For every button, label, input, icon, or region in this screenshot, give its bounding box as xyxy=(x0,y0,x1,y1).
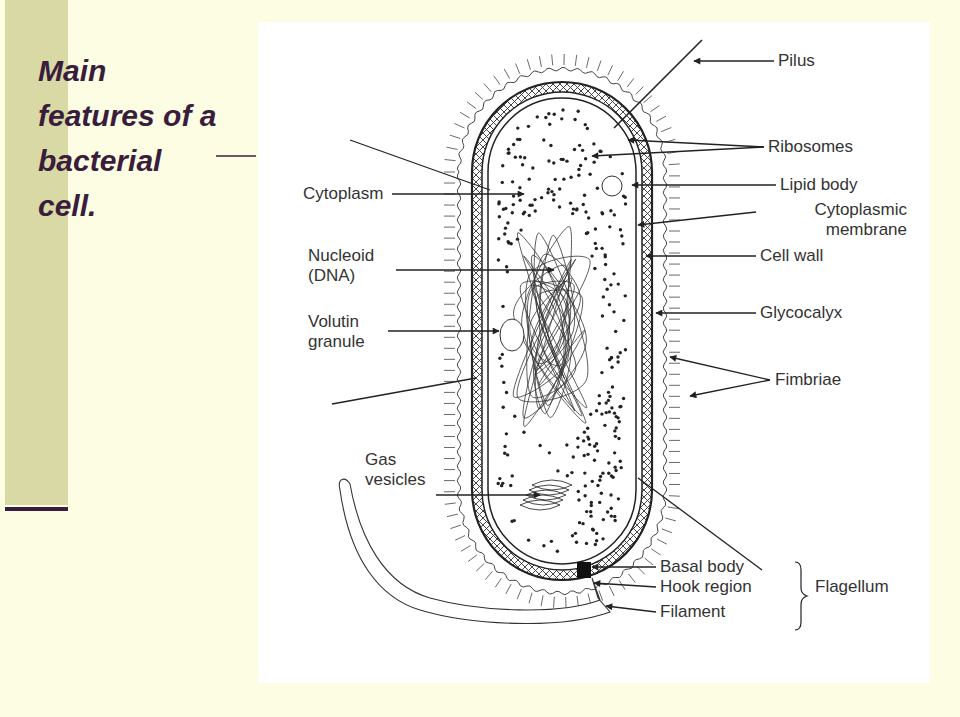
leader-lines xyxy=(332,61,807,630)
title-rule xyxy=(216,155,256,157)
slide-title: Main features of a bacterial cell. xyxy=(38,48,226,228)
cell-body xyxy=(339,40,702,624)
part-label: Nucleoid (DNA) xyxy=(308,246,394,286)
part-label: Flagellum xyxy=(815,577,889,597)
part-label: Fimbriae xyxy=(775,370,841,390)
part-label: Filament xyxy=(660,602,725,622)
part-label: Gas vesicles xyxy=(365,450,437,490)
figure-panel xyxy=(258,22,930,683)
part-label: Ribosomes xyxy=(768,137,853,157)
part-label: Hook region xyxy=(660,577,752,597)
side-bar-rule xyxy=(5,507,68,511)
part-label: Lipid body xyxy=(780,175,858,195)
part-label: Volutin granule xyxy=(308,312,384,352)
part-label: Pilus xyxy=(778,51,815,71)
part-label: Glycocalyx xyxy=(760,303,842,323)
part-label: Cytoplasmic membrane xyxy=(757,200,907,240)
part-label: Basal body xyxy=(660,557,744,577)
part-label: Cell wall xyxy=(760,246,823,266)
part-label: Cytoplasm xyxy=(303,184,383,204)
